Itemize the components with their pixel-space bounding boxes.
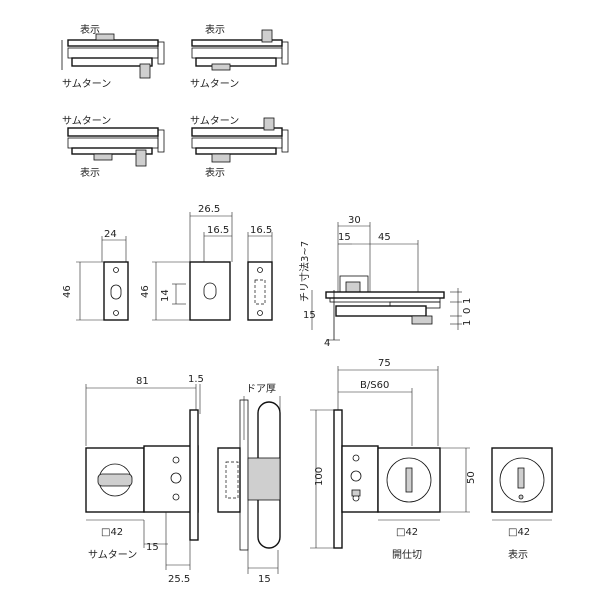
dim-bs60: B/S60 bbox=[360, 380, 389, 391]
label-thumbturn-1: サムターン bbox=[62, 78, 111, 90]
dim-81: 81 bbox=[136, 376, 149, 387]
label-door-thickness: ドア厚 bbox=[246, 383, 276, 395]
dim-4: 4 bbox=[324, 338, 330, 349]
label-display-3: 表示 bbox=[80, 166, 100, 179]
side-view-top-right: 表示 サムターン bbox=[190, 23, 289, 90]
caption-emergency: 開仕切 bbox=[392, 548, 422, 561]
dim-15b: 15 bbox=[258, 574, 271, 585]
front-assembly: 81 1.5 □42 サムターン 15 25.5 ドア厚 bbox=[85, 358, 553, 585]
label-display-2: 表示 bbox=[205, 23, 225, 36]
dim-15v: 15 bbox=[303, 310, 316, 321]
dim-45: 45 bbox=[378, 232, 391, 243]
dim-16-5b: 16.5 bbox=[250, 225, 272, 236]
dim-sq42b: □42 bbox=[396, 527, 418, 538]
dim-46a: 46 bbox=[62, 285, 73, 298]
label-thumbturn-4: サムターン bbox=[190, 115, 239, 127]
dim-right-0: 0 bbox=[462, 308, 473, 314]
dim-26-5: 26.5 bbox=[198, 204, 220, 215]
dim-1-5: 1.5 bbox=[188, 374, 204, 385]
side-view-top-left: 表示 サムターン bbox=[61, 23, 165, 90]
dim-50: 50 bbox=[466, 471, 477, 484]
dim-16-5a: 16.5 bbox=[207, 225, 229, 236]
dim-sq42a: □42 bbox=[101, 527, 123, 538]
dim-15: 15 bbox=[338, 232, 351, 243]
dim-24: 24 bbox=[104, 229, 117, 240]
dim-right-1: 1 bbox=[462, 298, 473, 304]
dim-75: 75 bbox=[378, 358, 391, 369]
label-thumbturn-2: サムターン bbox=[190, 78, 239, 90]
dim-100: 100 bbox=[314, 467, 325, 486]
dim-15a: 15 bbox=[146, 542, 159, 553]
dim-right-1b: 1 bbox=[462, 320, 473, 326]
dim-30: 30 bbox=[348, 215, 361, 226]
side-view-bottom-right: サムターン 表示 bbox=[190, 115, 289, 179]
dim-25-5: 25.5 bbox=[168, 574, 190, 585]
dim-14: 14 bbox=[160, 289, 171, 302]
faceplate-views: 24 46 26.5 16.5 46 14 16.5 bbox=[62, 204, 273, 321]
dim-46b: 46 bbox=[140, 285, 151, 298]
dim-sq42c: □42 bbox=[508, 527, 530, 538]
caption-thumbturn: サムターン bbox=[88, 549, 137, 561]
label-display-4: 表示 bbox=[205, 166, 225, 179]
side-view-bottom-left: サムターン 表示 bbox=[62, 115, 165, 179]
caption-display: 表示 bbox=[508, 548, 528, 561]
label-thumbturn-3: サムターン bbox=[62, 115, 111, 127]
label-display-1: 表示 bbox=[80, 23, 100, 36]
dim-chiritsuke: チリ寸法3~7 bbox=[298, 241, 311, 302]
section-view: 30 15 45 チリ寸法3~7 15 4 1 1 0 bbox=[298, 215, 473, 349]
